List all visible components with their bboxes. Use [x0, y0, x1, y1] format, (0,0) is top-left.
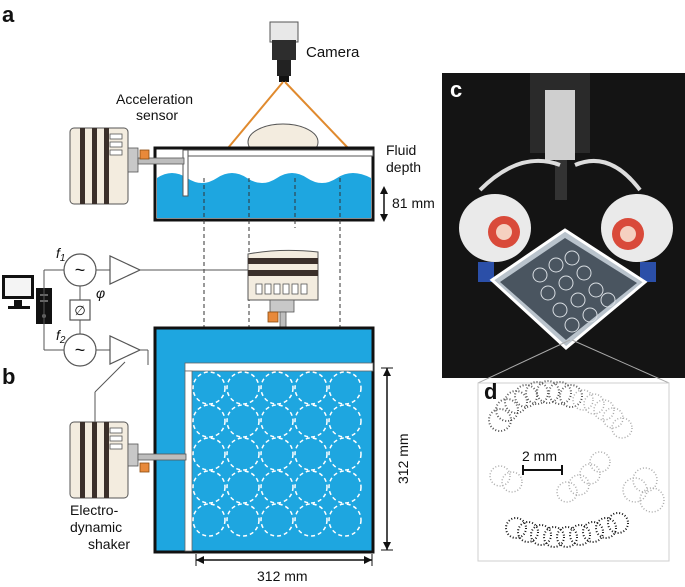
phase-shifter-icon: ∅: [69, 299, 91, 321]
width-arrow-bottom: [195, 554, 373, 566]
zoom-line-left: [477, 339, 571, 384]
camera-icon: [269, 21, 299, 82]
shaker-a: [69, 127, 185, 205]
f1-label: f1: [56, 245, 65, 264]
setup-photograph: [442, 73, 685, 378]
shaker-label-3: shaker: [88, 536, 130, 552]
trajectory-image: [477, 380, 670, 562]
depth-value: 81 mm: [392, 195, 435, 211]
shaker-label-2: dynamic: [70, 519, 122, 535]
depth-arrow: [380, 186, 388, 222]
amplifier-2-icon: [109, 335, 142, 365]
width-label-bottom: 312 mm: [257, 568, 308, 584]
camera-view-line-left: [227, 81, 284, 149]
panel-label-b: b: [2, 364, 15, 389]
panel-label-a: a: [2, 2, 15, 27]
camera-label: Camera: [306, 44, 360, 61]
amplifier-1-icon: [109, 255, 142, 285]
wave-lattice: [192, 371, 362, 537]
fluid-depth-label-2: depth: [386, 159, 421, 175]
width-arrow-side: [381, 367, 393, 551]
oscillator-f2-icon: ~: [63, 333, 97, 367]
acceleration-sensor-label-1: Acceleration: [116, 91, 193, 107]
shaker-b: [69, 421, 187, 499]
f2-label: f2: [56, 327, 66, 346]
camera-view-line-right: [284, 81, 349, 149]
phi-label: φ: [96, 285, 105, 301]
shaker-label-1: Electro-: [70, 502, 119, 518]
oscillator-f1-icon: ~: [63, 253, 97, 287]
tank-side-view: [153, 146, 375, 222]
tank-top-view: [153, 326, 375, 554]
signal-wires: [43, 269, 248, 422]
svg-text:∅: ∅: [74, 303, 85, 318]
fluid-depth-label-1: Fluid: [386, 142, 416, 158]
acceleration-sensor-label-2: sensor: [136, 107, 178, 123]
panel-label-d: d: [484, 379, 497, 404]
zoom-line-right: [571, 339, 670, 384]
width-label-side: 312 mm: [395, 433, 411, 484]
svg-text:~: ~: [75, 260, 86, 280]
svg-text:~: ~: [75, 340, 86, 360]
scale-bar-label: 2 mm: [522, 448, 557, 464]
panel-label-c: c: [450, 77, 462, 102]
acceleration-sensor-icon: [139, 149, 150, 160]
